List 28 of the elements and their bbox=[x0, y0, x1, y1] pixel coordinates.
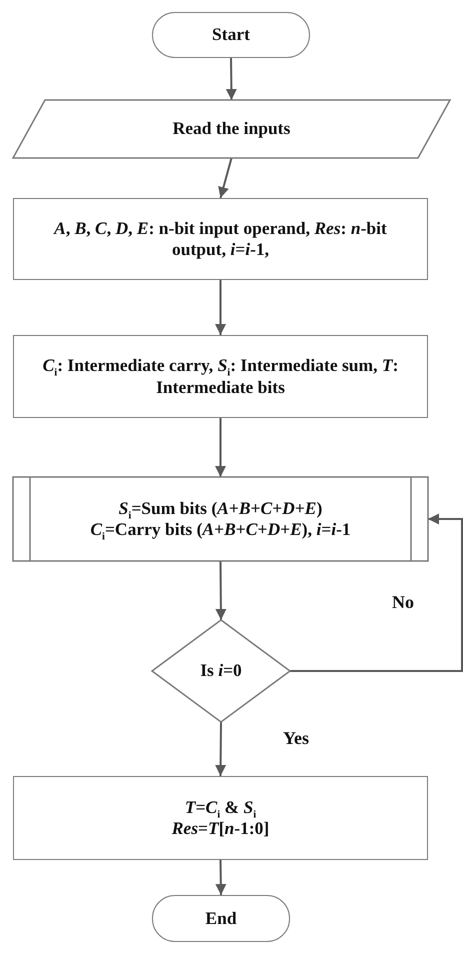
node-text: Is i=0 bbox=[200, 660, 242, 682]
process-box bbox=[13, 776, 428, 860]
arrow bbox=[215, 280, 226, 335]
node-text: Read the inputs bbox=[172, 118, 290, 140]
predefined-process-box bbox=[12, 476, 429, 562]
node-text: Res=T[n-1:0] bbox=[172, 818, 270, 840]
end-terminal bbox=[152, 895, 290, 942]
arrow bbox=[215, 418, 226, 477]
node-text: A, B, C, D, E: n-bit input operand, Res: n-bit output, i=i-1, bbox=[52, 218, 388, 260]
node-text: End bbox=[205, 908, 237, 930]
arrow bbox=[215, 722, 226, 776]
arrow bbox=[215, 860, 226, 896]
process-box bbox=[13, 198, 428, 280]
input-parallelogram bbox=[12, 99, 452, 159]
edge-label: No bbox=[392, 592, 414, 613]
node-text: T=C$_{i}$ & S$_{i}$ bbox=[184, 796, 256, 818]
arrow bbox=[290, 514, 463, 672]
node-text: Start bbox=[212, 24, 250, 46]
edge-label: Yes bbox=[283, 728, 309, 749]
process-box bbox=[13, 335, 428, 418]
node-text: C$_{i}$=Carry bits (A+B+C+D+E), i=i-1 bbox=[90, 519, 351, 540]
arrow bbox=[215, 560, 226, 620]
node-text: S$_{i}$=Sum bits (A+B+C+D+E) bbox=[118, 498, 322, 519]
arrow bbox=[218, 158, 232, 198]
node-text: C$_{i}$: Intermediate carry, S$_{i}$: Intermediate sum, T: Intermediate bits bbox=[42, 355, 400, 398]
start-terminal bbox=[152, 12, 310, 58]
decision-diamond bbox=[150, 619, 292, 723]
arrow bbox=[226, 58, 237, 100]
